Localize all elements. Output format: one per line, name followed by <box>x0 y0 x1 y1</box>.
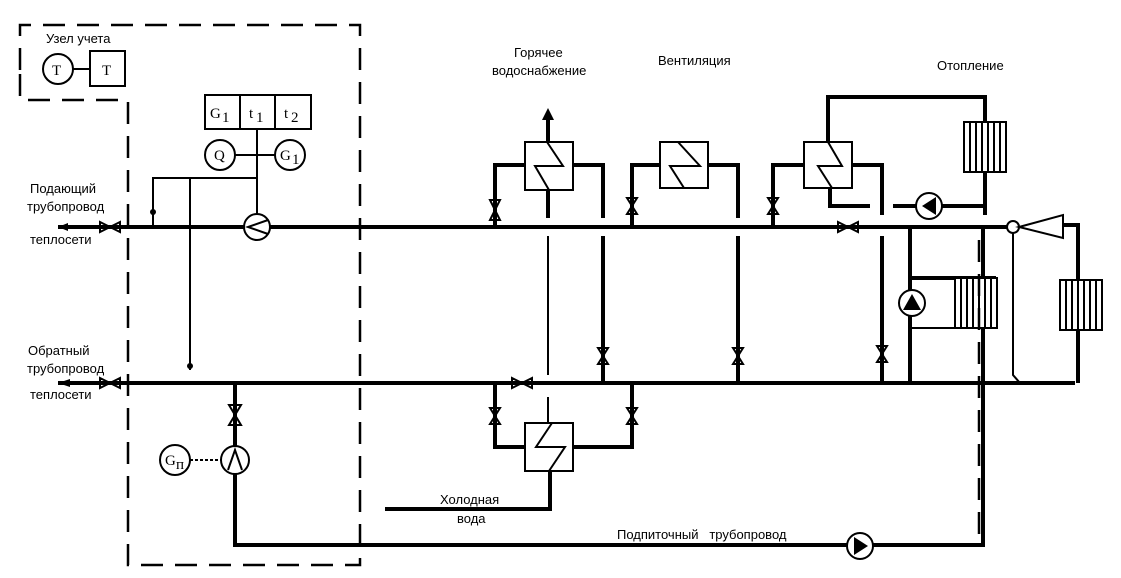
svg-text:Q: Q <box>214 148 225 164</box>
hot-water-label-1: Горячее <box>514 45 563 60</box>
return-label-1: Обратный <box>28 343 89 358</box>
cold-water-label-2: вода <box>457 511 486 526</box>
hot-water-label-2: водоснабжение <box>492 63 586 78</box>
meter-panel: G 1 t 1 t 2 <box>204 94 312 130</box>
meter-t1: t <box>249 106 254 122</box>
cold-water-label-1: Холодная <box>440 492 499 507</box>
makeup-line-label: Подпиточный трубопровод <box>617 527 787 542</box>
svg-text:1: 1 <box>292 152 300 168</box>
svg-text:G: G <box>280 148 291 164</box>
meter-t2: t <box>284 106 289 122</box>
supply-label-2: трубопровод <box>27 199 105 214</box>
svg-text:2: 2 <box>291 110 299 126</box>
cold-water-pipe <box>385 471 552 511</box>
svg-text:G: G <box>165 453 176 469</box>
return-label-3: теплосети <box>30 387 92 402</box>
svg-text:п: п <box>176 457 184 473</box>
metering-unit-boundary <box>18 23 362 567</box>
temperature-recorder-box <box>89 50 126 87</box>
ventilation-label: Вентиляция <box>658 53 731 68</box>
metering-unit-title: Узел учета <box>46 31 111 46</box>
supply-valve-icon <box>99 220 121 234</box>
heating-label: Отопление <box>937 58 1004 73</box>
return-label-2: трубопровод <box>27 361 105 376</box>
svg-text:1: 1 <box>222 110 230 126</box>
makeup-pipe <box>233 227 985 547</box>
temperature-sensor-label: T <box>52 63 61 79</box>
meter-g1: G <box>210 106 221 122</box>
temperature-recorder-label: T <box>102 63 111 79</box>
flow-meter-g1 <box>274 139 306 171</box>
elevator-icon <box>1015 213 1064 240</box>
supply-label-1: Подающий <box>30 181 96 196</box>
svg-text:1: 1 <box>256 110 264 126</box>
return-valve-icon <box>99 376 121 390</box>
supply-flowmeter-icon <box>243 213 271 241</box>
supply-label-3: теплосети <box>30 232 92 247</box>
